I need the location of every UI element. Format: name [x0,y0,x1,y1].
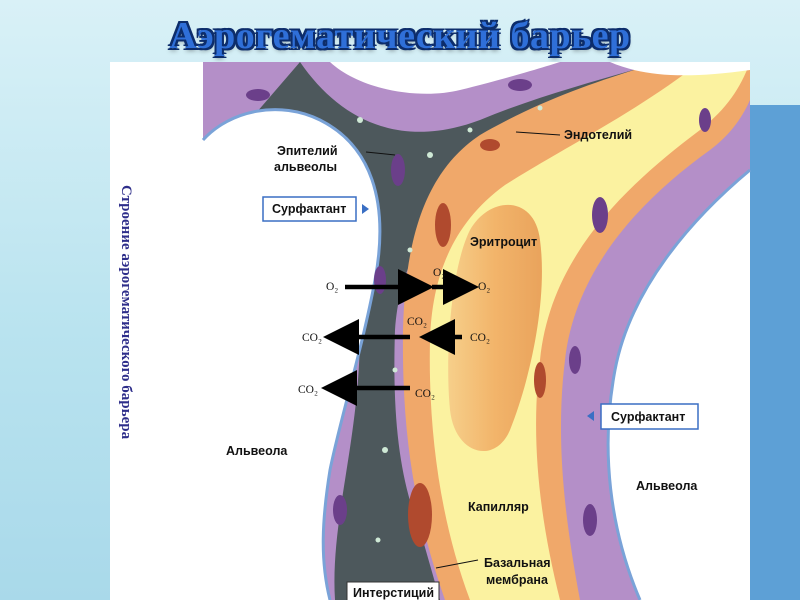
label-basal-1: Базальная [484,556,551,570]
label-surfactant-left: Сурфактант [272,202,346,216]
label-alveola-left: Альвеола [226,444,288,458]
label-capillary: Капилляр [468,500,529,514]
label-endothelium: Эндотелий [564,128,632,142]
label-epithelium-2: альвеолы [274,160,337,174]
label-basal-2: мембрана [486,573,549,587]
label-alveola-right: Альвеола [636,479,698,493]
gas-o2-top: O₂ [433,267,445,279]
gas-co2-right: CO₂ [470,332,490,344]
gas-o2-left: O₂ [326,281,338,293]
gas-co2-low: CO₂ [415,388,435,400]
label-surfactant-right: Сурфактант [611,410,685,424]
label-erythrocyte: Эритроцит [470,235,537,249]
gas-co2-left2: CO₂ [298,384,318,396]
gas-co2-left1: CO₂ [302,332,322,344]
label-epithelium-1: Эпителий [277,144,338,158]
gas-o2-right: O₂ [478,281,490,293]
label-interstitium: Интерстиций [353,586,434,600]
side-caption: Строение аэрогематического барьера [106,185,134,505]
gas-co2-mid: CO₂ [407,316,427,328]
